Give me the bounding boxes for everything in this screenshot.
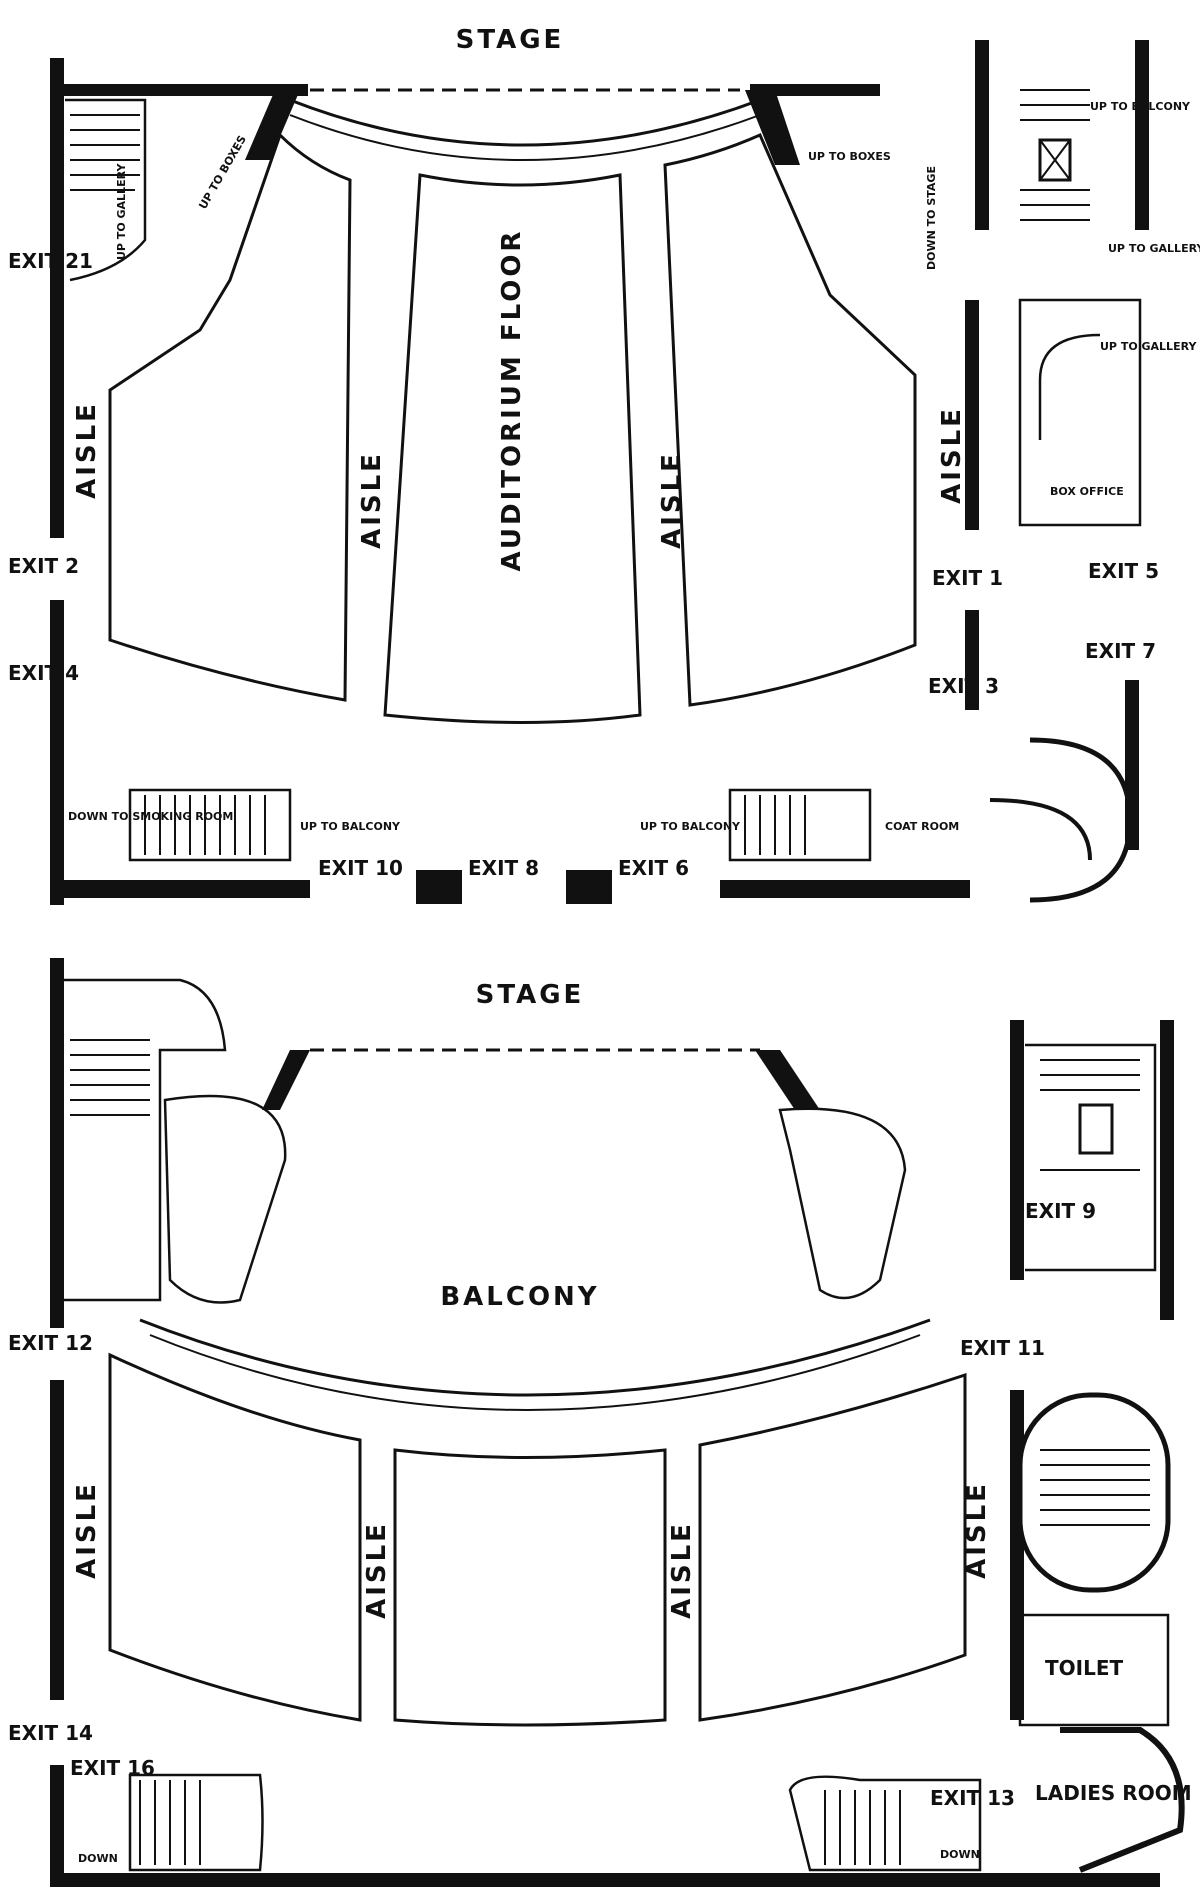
exit-16: EXIT 16 xyxy=(70,1756,155,1780)
note-ladies-room: LADIES ROOM xyxy=(1035,1781,1192,1805)
annex-wall xyxy=(975,40,989,230)
bal-proscenium-left xyxy=(262,1050,310,1110)
aisle-label-2: AISLE xyxy=(357,451,387,549)
bottom-wall-right xyxy=(720,880,970,898)
exit-3: EXIT 3 xyxy=(928,674,999,698)
note-up-to-gallery-right: UP TO GALLERY xyxy=(1100,340,1197,353)
aisle-label-4: AISLE xyxy=(937,406,967,504)
balcony-rail xyxy=(139,1318,931,1397)
exit-12: EXIT 12 xyxy=(8,1331,93,1355)
note-up-to-balcony-right: UP TO BALCONY xyxy=(640,820,741,833)
balcony-label: BALCONY xyxy=(440,1282,599,1312)
annex-wall-right xyxy=(1135,40,1149,230)
note-coat-room: COAT ROOM xyxy=(885,820,959,833)
left-wall-upper xyxy=(50,58,64,538)
bal-aisle-label-1: AISLE xyxy=(72,1481,102,1579)
exit-21: EXIT 21 xyxy=(8,249,93,273)
note-up-to-boxes-right: UP TO BOXES xyxy=(808,150,891,163)
bottom-wall-left xyxy=(50,880,310,898)
note-down-to-smoking-room: DOWN TO SMOKING ROOM xyxy=(68,810,233,823)
bal-bottom-wall xyxy=(50,1873,1160,1887)
note-toilet: TOILET xyxy=(1045,1656,1123,1680)
proscenium-left xyxy=(245,90,300,160)
aisle-label-1: AISLE xyxy=(72,401,102,499)
exit-13: EXIT 13 xyxy=(930,1786,1015,1810)
note-box-office: BOX OFFICE xyxy=(1050,485,1124,498)
bal-right-wall xyxy=(1010,1020,1024,1280)
pier-left xyxy=(416,870,462,904)
box-office-stair xyxy=(1038,333,1101,440)
note-up-to-balcony-left: UP TO BALCONY xyxy=(300,820,401,833)
note-down-left: DOWN xyxy=(78,1852,118,1865)
bal-left-wall-bottom xyxy=(50,1765,64,1885)
bal-aisle-label-2: AISLE xyxy=(362,1521,392,1619)
stair-lower-left xyxy=(128,788,292,862)
right-wall-mid xyxy=(965,610,979,710)
bal-proscenium-right xyxy=(755,1050,820,1110)
note-up-to-balcony-top: UP TO BALCONY xyxy=(1090,100,1191,113)
balcony-plan: STAGE xyxy=(8,958,1192,1887)
note-down-right: DOWN xyxy=(940,1848,980,1861)
bal-stair-bottom-left xyxy=(128,1773,264,1872)
note-up-to-gallery-top: UP TO GALLERY xyxy=(1108,242,1200,255)
auditorium-floor-label: AUDITORIUM FLOOR xyxy=(497,229,527,572)
bal-left-wall-upper xyxy=(50,958,64,1328)
pier-right xyxy=(566,870,612,904)
stair-lobby-oval xyxy=(1017,1392,1171,1593)
stair-lower-right xyxy=(728,788,872,862)
ground-floor-plan: STAGE xyxy=(8,25,1200,905)
stair-upper-left xyxy=(65,98,147,282)
bal-seat-block-center xyxy=(393,1448,667,1727)
bal-box-left xyxy=(163,1094,287,1304)
ladies-room-wall xyxy=(1060,1727,1185,1873)
bal-aisle-label-4: AISLE xyxy=(962,1481,992,1579)
bal-stair-bottom-right xyxy=(788,1775,982,1872)
balcony-stage-label: STAGE xyxy=(476,980,585,1010)
bal-aisle-label-3: AISLE xyxy=(667,1521,697,1619)
bal-right-outer-wall xyxy=(1160,1020,1174,1320)
bal-box-right xyxy=(778,1107,907,1300)
vestibule-curve xyxy=(1029,737,1133,903)
top-wall-left xyxy=(50,84,308,96)
exit-5: EXIT 5 xyxy=(1088,559,1159,583)
bal-seat-block-right xyxy=(698,1372,967,1722)
exit-2: EXIT 2 xyxy=(8,554,79,578)
bal-elevator-box xyxy=(1078,1103,1114,1155)
seat-block-right xyxy=(663,133,917,707)
exit-10: EXIT 10 xyxy=(318,856,403,880)
proscenium-right xyxy=(745,90,800,165)
bal-left-wall-lower xyxy=(50,1380,64,1700)
exit-8: EXIT 8 xyxy=(468,856,539,880)
seat-block-center xyxy=(383,173,642,724)
top-wall-right xyxy=(750,84,880,96)
seat-block-left xyxy=(108,132,352,702)
right-wall-upper xyxy=(965,300,979,530)
note-down-to-stage: DOWN TO STAGE xyxy=(925,166,938,270)
exit-1: EXIT 1 xyxy=(932,566,1003,590)
bal-seat-block-left xyxy=(108,1352,362,1722)
exit-6: EXIT 6 xyxy=(618,856,689,880)
left-wall-lower xyxy=(50,600,64,905)
bal-stair-left xyxy=(64,978,227,1302)
ground-stage-label: STAGE xyxy=(456,25,565,55)
box-office-room xyxy=(1018,298,1142,527)
orchestra-rail xyxy=(289,98,761,147)
toilet-room xyxy=(1018,1613,1170,1727)
exit-14: EXIT 14 xyxy=(8,1721,93,1745)
exit-11: EXIT 11 xyxy=(960,1336,1045,1360)
exit-4: EXIT 4 xyxy=(8,661,79,685)
note-up-to-gallery-left: UP TO GALLERY xyxy=(115,163,128,260)
exit-7: EXIT 7 xyxy=(1085,639,1156,663)
note-up-to-boxes-left: UP TO BOXES xyxy=(196,133,249,211)
exit-9: EXIT 9 xyxy=(1025,1199,1096,1223)
aisle-label-3: AISLE xyxy=(657,451,687,549)
bal-stair-right xyxy=(1025,1043,1157,1272)
